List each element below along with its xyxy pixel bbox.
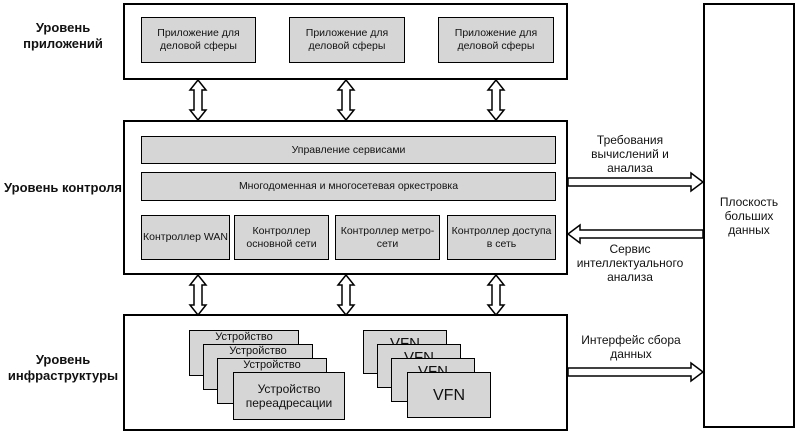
controller-access-label: Контроллер доступа в сеть xyxy=(451,224,552,250)
control-infra-arrow-1 xyxy=(189,274,207,316)
controller-core: Контроллер основной сети xyxy=(234,215,329,260)
controller-metro: Контроллер метро-сети xyxy=(335,215,440,260)
collection-interface-arrow xyxy=(567,362,704,382)
service-management-label: Управление сервисами xyxy=(291,143,406,156)
device-card-2-label: Устройство xyxy=(229,345,287,357)
controller-wan-label: Контроллер WAN xyxy=(143,231,228,243)
control-infra-arrow-2 xyxy=(337,274,355,316)
app-control-arrow-1 xyxy=(189,79,207,121)
intelligence-service-arrow xyxy=(567,224,704,244)
layer-label-infrastructure: Уровень инфраструктуры xyxy=(7,352,119,383)
app-control-arrow-2 xyxy=(337,79,355,121)
applications-layer-frame: Приложение для деловой сферы Приложение … xyxy=(123,3,568,80)
vfn-main-card: VFN xyxy=(407,372,491,418)
orchestration-label: Многодоменная и многосетевая оркестровка xyxy=(238,180,459,192)
big-data-plane-label: Плоскость больших данных xyxy=(719,194,779,237)
layer-label-applications: Уровень приложений xyxy=(23,20,103,51)
collection-interface-label: Интерфейс сбора данных xyxy=(581,333,681,361)
device-card-1-label: Устройство xyxy=(215,331,273,343)
business-app-3-label: Приложение для деловой сферы xyxy=(454,27,538,52)
intelligence-service-label: Сервис интеллектуального анализа xyxy=(576,242,684,284)
control-infra-arrow-3 xyxy=(487,274,505,316)
controller-access: Контроллер доступа в сеть xyxy=(447,215,556,260)
business-app-1-label: Приложение для деловой сферы xyxy=(157,27,240,52)
business-app-2: Приложение для деловой сферы xyxy=(289,17,405,63)
business-app-1: Приложение для деловой сферы xyxy=(141,17,256,63)
business-app-3: Приложение для деловой сферы xyxy=(438,17,554,63)
layer-label-control: Уровень контроля xyxy=(4,180,122,195)
forwarding-device-card: Устройство переадресации xyxy=(233,372,345,420)
compute-requirements-label: Требования вычислений и анализа xyxy=(591,133,669,175)
service-management-box: Управление сервисами xyxy=(141,136,556,164)
business-app-2-label: Приложение для деловой сферы xyxy=(305,27,389,52)
app-control-arrow-3 xyxy=(487,79,505,121)
controller-wan: Контроллер WAN xyxy=(141,215,230,260)
forwarding-device-label: Устройство переадресации xyxy=(245,382,333,410)
device-card-3-label: Устройство xyxy=(243,359,301,371)
orchestration-box: Многодоменная и многосетевая оркестровка xyxy=(141,172,556,201)
vfn-main-label: VFN xyxy=(433,386,465,404)
big-data-plane: Плоскость больших данных xyxy=(703,3,795,428)
compute-requirements-arrow xyxy=(567,172,704,192)
controller-core-label: Контроллер основной сети xyxy=(246,224,317,250)
controller-metro-label: Контроллер метро-сети xyxy=(340,224,435,250)
control-layer-frame: Управление сервисами Многодоменная и мно… xyxy=(123,120,568,275)
